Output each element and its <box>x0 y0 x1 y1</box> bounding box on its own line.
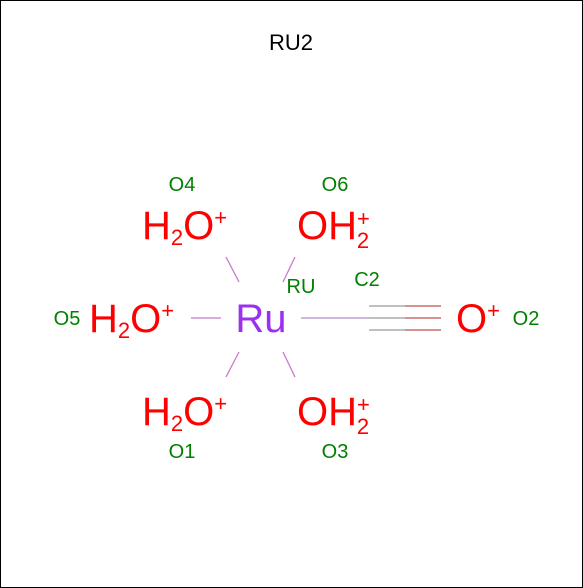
bonds <box>191 256 441 378</box>
o5-formula: H2O+ <box>89 297 174 343</box>
o5-label: O5 <box>54 308 81 330</box>
molecule-title: RU2 <box>269 30 313 55</box>
bond-ru-o1 <box>225 351 240 378</box>
atom-o4: H2O+ O4 <box>142 174 227 250</box>
o1-formula: H2O+ <box>142 390 227 436</box>
atom-o2: O+ O2 <box>456 297 539 341</box>
bond-ru-o4 <box>225 256 240 283</box>
o6-label: O6 <box>322 174 349 196</box>
ru-label: RU <box>287 276 316 298</box>
o3-label: O3 <box>322 441 349 463</box>
o1-label: O1 <box>169 441 196 463</box>
atom-o6: OH+2 O6 <box>297 174 370 253</box>
c2-label: C2 <box>354 269 380 291</box>
bond-ru-o6 <box>282 256 296 283</box>
o2-label: O2 <box>513 308 540 330</box>
o4-label: O4 <box>169 174 196 196</box>
ru-symbol: Ru <box>235 297 286 341</box>
atom-o3: OH+2 O3 <box>297 390 370 463</box>
bond-c2-o2-triple <box>369 305 441 331</box>
o4-formula: H2O+ <box>142 204 227 250</box>
atom-o5: H2O+ O5 <box>54 297 174 343</box>
o2-formula: O+ <box>456 297 500 341</box>
o6-formula: OH+2 <box>297 204 370 253</box>
bond-ru-o3 <box>282 351 296 378</box>
atom-o1: H2O+ O1 <box>142 390 227 463</box>
o3-formula: OH+2 <box>297 390 370 439</box>
atom-ru: Ru RU <box>235 276 315 341</box>
